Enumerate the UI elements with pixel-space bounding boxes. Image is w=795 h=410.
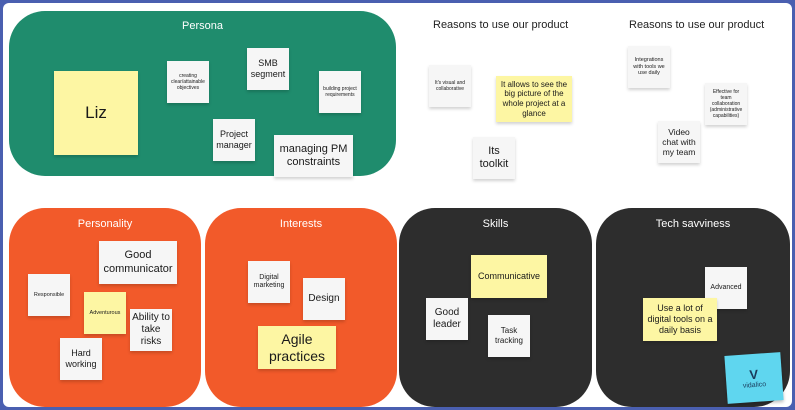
note-effective-collaboration[interactable]: Effective for team collaboration (admini… — [705, 83, 747, 125]
note-video-chat[interactable]: Video chat with my team — [658, 121, 700, 163]
note-communicative[interactable]: Communicative — [471, 255, 547, 298]
note-good-communicator[interactable]: Good communicator — [99, 241, 177, 284]
note-responsible[interactable]: Responsible — [28, 274, 70, 316]
note-design[interactable]: Design — [303, 278, 345, 320]
tech-panel: Tech savviness Advanced Use a lot of dig… — [596, 208, 790, 407]
vidalico-logo-text: vidalico — [742, 381, 767, 390]
note-take-risks[interactable]: Ability to take risks — [130, 309, 172, 351]
skills-panel: Skills Communicative Good leader Task tr… — [399, 208, 592, 407]
reasons-title-1: Reasons to use our product — [433, 19, 569, 31]
note-building-requirements[interactable]: building project requirements — [319, 71, 361, 113]
note-integrations[interactable]: Integrations with tools we use daily — [628, 46, 670, 88]
note-digital-marketing[interactable]: Digital marketing — [248, 261, 290, 303]
tech-title: Tech savviness — [655, 218, 731, 230]
personality-title: Personality — [77, 218, 133, 230]
vidalico-logo: V vidalico — [724, 352, 784, 404]
note-its-toolkit[interactable]: Its toolkit — [473, 137, 515, 179]
note-liz[interactable]: Liz — [54, 71, 138, 155]
personality-panel: Personality Responsible Good communicato… — [9, 208, 201, 407]
note-task-tracking[interactable]: Task tracking — [488, 315, 530, 357]
note-managing-constraints[interactable]: managing PM constraints — [274, 135, 353, 177]
skills-title: Skills — [482, 218, 509, 230]
vidalico-logo-mark: V — [748, 366, 759, 383]
persona-panel: Persona Liz creating clear/attainable ob… — [9, 11, 396, 177]
note-good-leader[interactable]: Good leader — [426, 298, 468, 340]
whiteboard-canvas[interactable]: Persona Liz creating clear/attainable ob… — [3, 3, 792, 407]
note-adventurous[interactable]: Adventurous — [84, 292, 126, 334]
note-big-picture[interactable]: It allows to see the big picture of the … — [496, 76, 572, 122]
note-smb-segment[interactable]: SMB segment — [247, 48, 289, 90]
interests-title: Interests — [279, 218, 323, 230]
note-creating-objectives[interactable]: creating clear/attainable objectives — [167, 61, 209, 103]
note-agile-practices[interactable]: Agile practices — [258, 326, 336, 369]
interests-panel: Interests Digital marketing Design Agile… — [205, 208, 397, 407]
note-digital-tools[interactable]: Use a lot of digital tools on a daily ba… — [643, 298, 717, 341]
note-project-manager[interactable]: Project manager — [213, 119, 255, 161]
note-visual-collaborative[interactable]: It's visual and collaborative — [429, 65, 471, 107]
note-hard-working[interactable]: Hard working — [60, 338, 102, 380]
persona-title: Persona — [182, 20, 223, 32]
reasons-title-2: Reasons to use our product — [629, 19, 765, 31]
